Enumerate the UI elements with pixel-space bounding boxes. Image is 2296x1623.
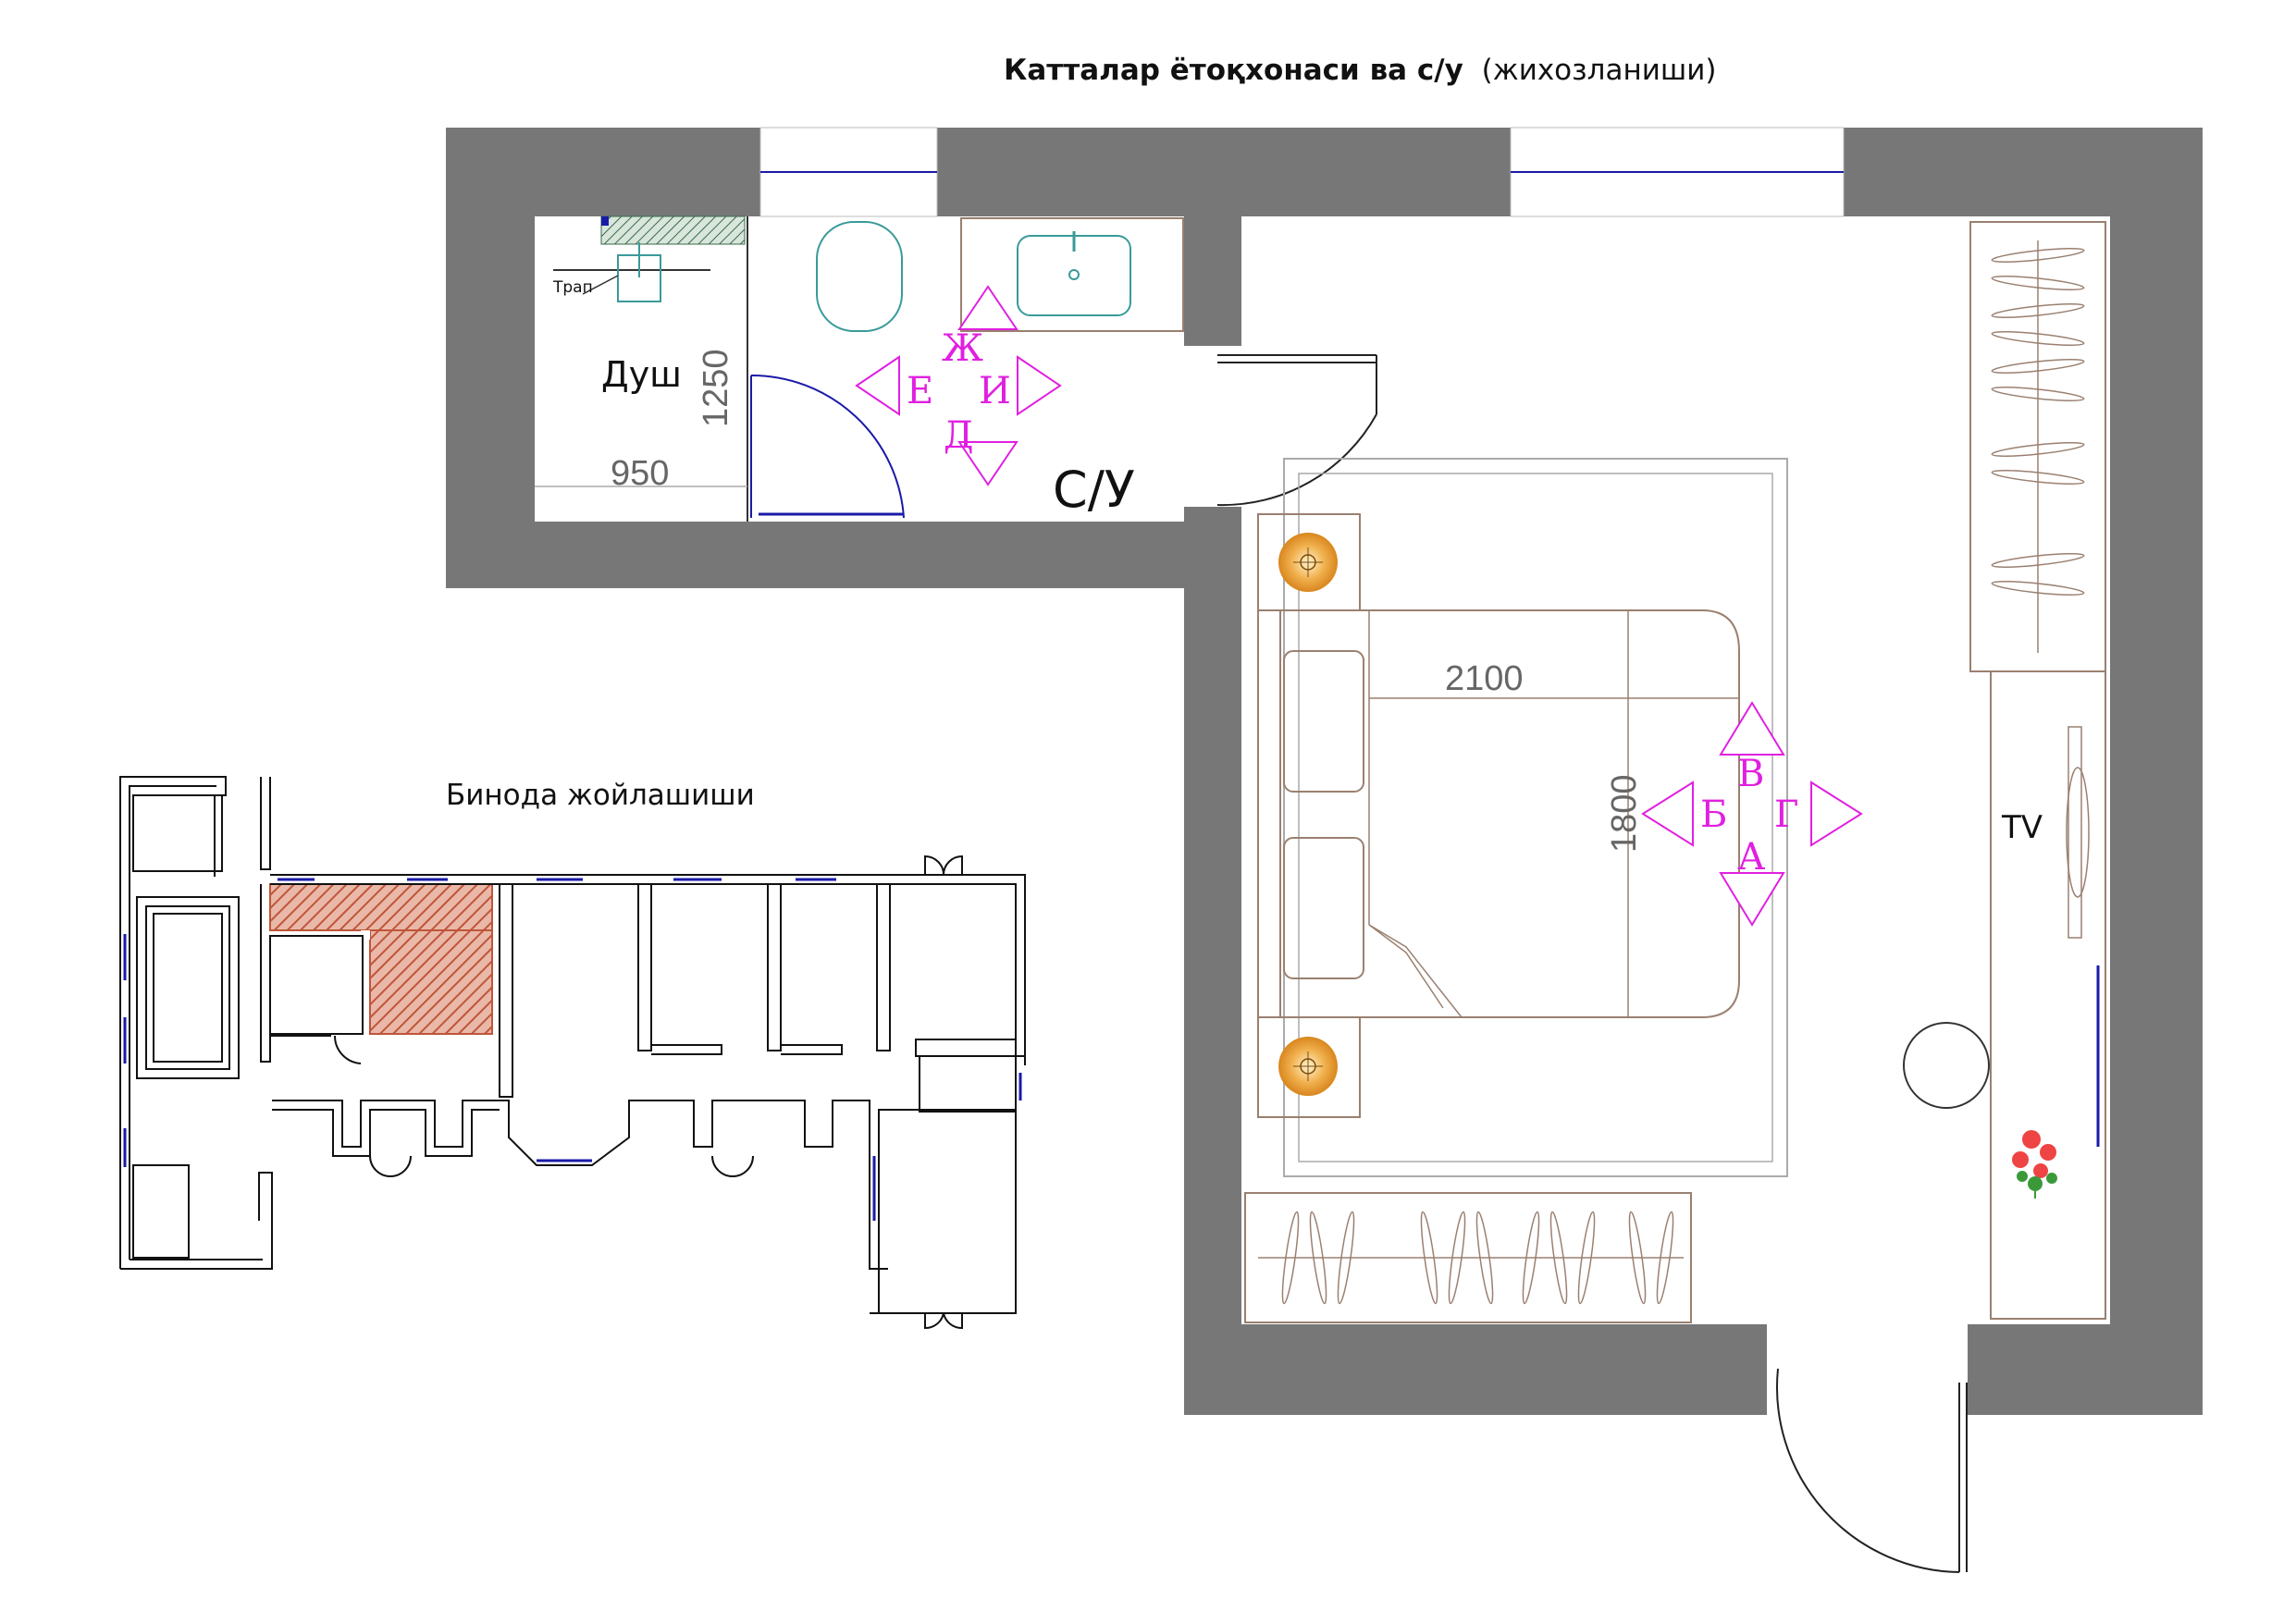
building-key-plan: [119, 776, 1026, 1330]
marker-arrow-up-bath: [957, 285, 1018, 330]
tv-icon: [2068, 726, 2082, 939]
marker-arrow-up-bed: [1719, 701, 1785, 756]
shower-shelf: [600, 215, 746, 245]
bath-door-swing: [750, 374, 905, 519]
hangers-right: [1991, 248, 2085, 596]
marker-arrow-down-bed: [1719, 872, 1785, 927]
marker-label-zh: Ж: [942, 327, 983, 370]
windows: [759, 127, 1845, 217]
bedroom-inner-door: [1216, 354, 1377, 507]
bathroom-furniture: Трап Душ 1250 950 С/У: [535, 215, 1184, 522]
bathroom-view-markers: Ж Е И Д: [855, 285, 1062, 486]
marker-label-d: Д: [944, 414, 974, 457]
wall-right: [2110, 128, 2203, 1415]
marker-label-b: Б: [1700, 793, 1727, 836]
round-table: [1903, 1022, 1990, 1109]
marker-label-a: А: [1737, 836, 1765, 879]
marker-label-e: Е: [907, 370, 933, 412]
location-title: Бинода жойлашиши: [446, 779, 755, 812]
wall-bedroom-left: [1184, 507, 1241, 1415]
plan-title: Катталар ётоқхонаси ва с/у (жихозланиши): [1004, 54, 1716, 87]
sink-cabinet: [960, 217, 1184, 332]
highlight-bedroom: [269, 883, 493, 931]
key-plan-windows: [123, 878, 1022, 1221]
nightstand-top: [1257, 513, 1361, 611]
dim-bed-length: 2100: [1445, 659, 1524, 698]
tv-label: TV: [2001, 809, 2043, 846]
bedroom-view-markers: В Б Г А: [1641, 701, 1863, 927]
pillow-bottom: [1283, 837, 1364, 979]
plant-icon: [2012, 1130, 2057, 1199]
wall-bottom-right: [1968, 1324, 2203, 1415]
bathroom-label: С/У: [1053, 461, 1135, 519]
marker-label-v: В: [1737, 753, 1764, 795]
rug: [1283, 458, 1788, 1177]
tv-stand: [1990, 670, 2106, 1320]
nightstand-bottom: [1257, 1016, 1361, 1118]
marker-arrow-down-bath: [957, 441, 1018, 486]
marker-arrow-right-bed: [1810, 781, 1863, 847]
bedroom-furniture: 2100 1800 TV: [1244, 221, 2106, 1573]
entrance-door-swing: [1776, 1368, 1960, 1573]
marker-arrow-left-bed: [1641, 781, 1694, 847]
wall-bath-bottom: [446, 522, 1184, 588]
plan-title-main: Катталар ётоқхонаси ва с/у: [1004, 54, 1463, 87]
bed-headboard: [1257, 609, 1281, 1018]
marker-arrow-right-bath: [1017, 355, 1062, 416]
shower-label: Душ: [601, 354, 682, 395]
marker-arrow-left-bath: [855, 355, 900, 416]
bed: [1280, 609, 1740, 1018]
toilet: [816, 221, 903, 332]
wall-bath-left: [446, 128, 535, 588]
wardrobe-bottom: [1244, 1192, 1692, 1323]
plan-title-suffix: (жихозланиши): [1482, 54, 1717, 87]
drain-label: Трап: [552, 278, 593, 297]
marker-label-i: И: [979, 370, 1011, 412]
hangers-bottom: [1281, 1211, 1674, 1305]
pillow-top: [1283, 650, 1364, 793]
wall-partition-upper: [1184, 128, 1241, 346]
dim-shower-width: 950: [611, 454, 669, 493]
main-walls: [446, 128, 2203, 1415]
dim-shower-depth: 1250: [697, 349, 735, 427]
dim-bed-width: 1800: [1605, 774, 1644, 853]
marker-label-g: Г: [1774, 793, 1798, 836]
wall-bottom-left: [1184, 1324, 1767, 1415]
